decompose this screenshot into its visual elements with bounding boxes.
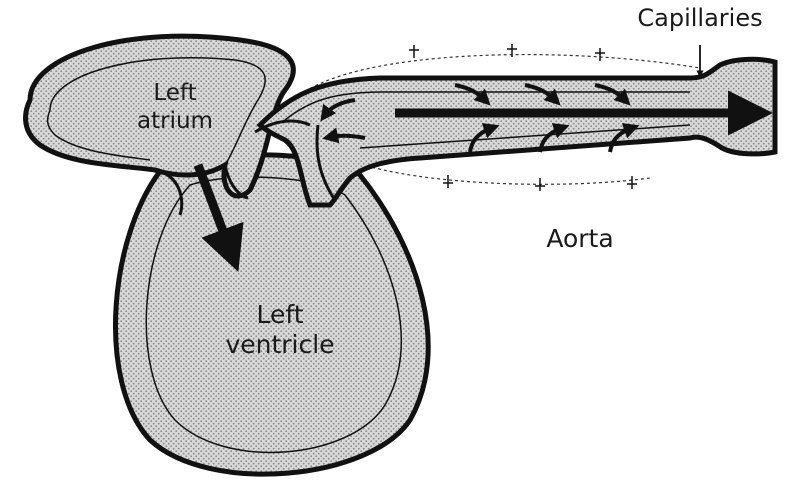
capillaries-label: Capillaries [600,4,800,33]
left-ventricle-label-line1: Left [195,300,365,330]
left-ventricle-label-line2: ventricle [195,330,365,360]
left-atrium-label: Left atrium [110,80,240,135]
left-atrium-label-line1: Left [110,80,240,108]
aorta-label: Aorta [520,224,640,254]
left-atrium-label-line2: atrium [110,108,240,136]
aorta-shape [255,59,775,205]
left-ventricle-label: Left ventricle [195,300,365,360]
